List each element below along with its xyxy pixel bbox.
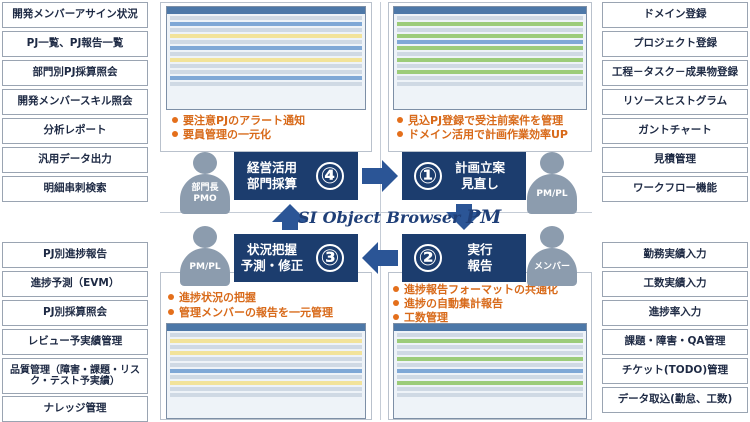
function-box: 品質管理（障害・課題・リスク・テスト予実績） (2, 358, 148, 394)
phase-4-line2: 部門採算 (246, 176, 297, 191)
function-box: 進捗率入力 (602, 300, 748, 326)
phase-4-line1: 経営活用 (246, 160, 297, 175)
screenshot-progress (166, 323, 366, 419)
function-box: 開発メンバースキル照会 (2, 89, 148, 115)
phase-2-box: ② 実行 報告 (402, 234, 526, 282)
logo-main-text: SI Object Browser (298, 208, 461, 227)
phase-3-line2: 予測・修正 (240, 258, 304, 273)
bullet-text: 進捗報告フォーマットの共通化 (404, 283, 558, 296)
bullet-item: 工数管理 (393, 311, 448, 324)
bullet-dot (172, 117, 178, 123)
function-box: リソースヒストグラム (602, 89, 748, 115)
phase-2-title: 実行 報告 (442, 242, 518, 274)
screenshot-assignment (166, 6, 366, 110)
person-pmpl-left-label: PM/PL (180, 248, 230, 286)
function-box: 勤務実績入力 (602, 242, 748, 268)
phase-2-number: ② (414, 244, 442, 272)
bullet-item: 管理メンバーの報告を一元管理 (168, 306, 333, 319)
bullet-item: 見込PJ登録で受注前案件を管理 (397, 114, 563, 127)
phase-2-line2: 報告 (467, 258, 493, 273)
person-pmo-icon: 部門長 PMO (180, 152, 230, 216)
function-box: ガントチャート (602, 118, 748, 144)
logo-suffix-text: PM (466, 206, 502, 228)
function-box: PJ別進捗報告 (2, 242, 148, 268)
bullet-dot (397, 117, 403, 123)
person-pmpl-left-icon: PM/PL (180, 226, 230, 288)
bullet-text: 要注意PJのアラート通知 (183, 114, 306, 127)
function-box: プロジェクト登録 (602, 31, 748, 57)
person-pmpl-right-label: PM/PL (527, 174, 577, 214)
function-box: ワークフロー機能 (602, 176, 748, 202)
function-box: 部門別PJ採算照会 (2, 60, 148, 86)
arrow-up (272, 204, 308, 230)
bullet-text: 管理メンバーの報告を一元管理 (179, 306, 333, 319)
bullet-text: 見込PJ登録で受注前案件を管理 (408, 114, 564, 127)
person-member-icon: メンバー (527, 226, 577, 288)
arrow-left (362, 242, 398, 274)
person-member-label: メンバー (527, 248, 577, 286)
divider-horizontal (160, 212, 592, 213)
function-box: データ取込(勤怠、工数) (602, 387, 748, 413)
divider-vertical (380, 2, 381, 420)
bullet-dot (393, 300, 399, 306)
function-box: 分析レポート (2, 118, 148, 144)
bullet-text: 進捗の自動集計報告 (404, 297, 503, 310)
bullet-dot (393, 314, 399, 320)
arrow-down (446, 204, 482, 230)
bullet-text: 進捗状況の把握 (179, 291, 256, 304)
function-box: 工程－タスク－成果物登録 (602, 60, 748, 86)
bullet-dot (168, 309, 174, 315)
bullet-text: 工数管理 (404, 311, 448, 324)
bullet-dot (393, 286, 399, 292)
function-box: レビュー予実績管理 (2, 329, 148, 355)
arrow-right (362, 160, 398, 192)
bullet-item: 進捗報告フォーマットの共通化 (393, 283, 558, 296)
phase-4-title: 経営活用 部門採算 (234, 160, 310, 192)
phase-4-number: ④ (316, 162, 344, 190)
function-box: ドメイン登録 (602, 2, 748, 28)
phase-3-title: 状況把握 予測・修正 (234, 242, 310, 274)
function-box: 開発メンバーアサイン状況 (2, 2, 148, 28)
bullet-dot (168, 294, 174, 300)
function-box: 進捗予測（EVM） (2, 271, 148, 297)
function-box: 見積管理 (602, 147, 748, 173)
phase-1-line2: 見直し (461, 176, 499, 191)
phase-1-title: 計画立案 見直し (442, 160, 518, 192)
person-pmpl-right-icon: PM/PL (527, 152, 577, 216)
function-box: 工数実績入力 (602, 271, 748, 297)
phase-3-number: ③ (316, 244, 344, 272)
function-box: PJ別採算照会 (2, 300, 148, 326)
function-box: 明細串刺検索 (2, 176, 148, 202)
bullet-item: 要員管理の一元化 (172, 128, 271, 141)
phase-1-number: ① (414, 162, 442, 190)
function-box: チケット(TODO)管理 (602, 358, 748, 384)
function-box: 汎用データ出力 (2, 147, 148, 173)
bullet-item: 要注意PJのアラート通知 (172, 114, 305, 127)
screenshot-gantt (393, 6, 587, 110)
bullet-text: ドメイン活用で計画作業効率UP (408, 128, 568, 141)
phase-3-line1: 状況把握 (246, 242, 297, 257)
bullet-dot (397, 131, 403, 137)
phase-2-line1: 実行 (467, 242, 493, 257)
person-pmo-label: 部門長 PMO (180, 174, 230, 214)
bullet-item: 進捗の自動集計報告 (393, 297, 503, 310)
phase-1-box: ① 計画立案 見直し (402, 152, 526, 200)
bullet-item: ドメイン活用で計画作業効率UP (397, 128, 568, 141)
product-logo: SI Object Browser PM (298, 206, 501, 228)
screenshot-effort (393, 323, 587, 419)
phase-4-box: 経営活用 部門採算 ④ (234, 152, 358, 200)
function-box: PJ一覧、PJ報告一覧 (2, 31, 148, 57)
phase-1-line1: 計画立案 (454, 160, 505, 175)
function-box: 課題・障害・QA管理 (602, 329, 748, 355)
bullet-dot (172, 131, 178, 137)
phase-3-box: 状況把握 予測・修正 ③ (234, 234, 358, 282)
bullet-item: 進捗状況の把握 (168, 291, 256, 304)
bullet-text: 要員管理の一元化 (183, 128, 271, 141)
